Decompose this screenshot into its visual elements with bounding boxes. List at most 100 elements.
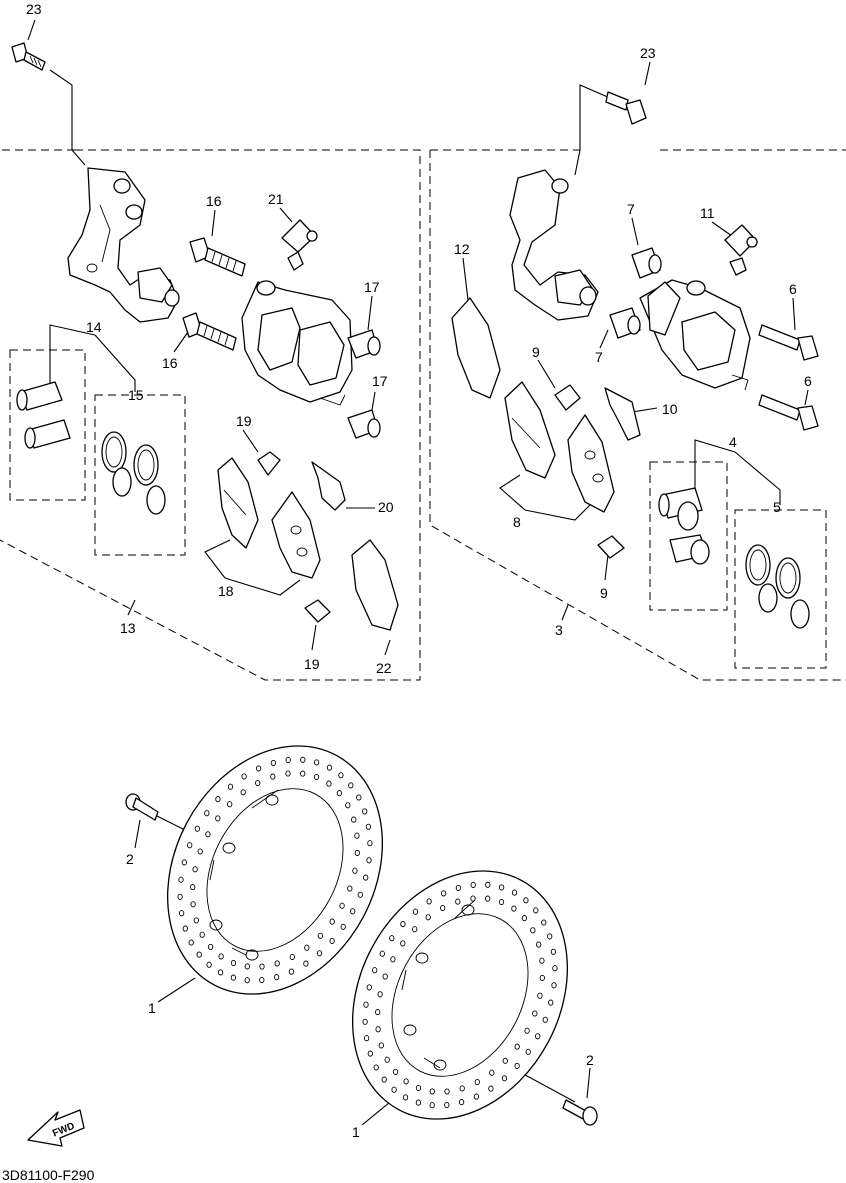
callout-19: 19 [304,656,320,672]
disc-hole [523,897,529,904]
disc-hole [377,991,383,998]
bleed-screw-11 [724,224,758,276]
callout-19: 19 [236,413,252,429]
callout-3: 3 [555,622,563,638]
disc-hole [205,831,211,838]
disc-hole [204,810,210,817]
pad-clip-9-upper [554,384,581,411]
disc-hole [196,951,202,958]
bolt-16-upper [189,237,246,277]
disc-hole [373,1064,379,1071]
disc-hole [400,940,406,947]
seals-15 [101,431,166,515]
disc-hole [470,881,476,889]
disc-hole [218,953,224,960]
disc-hole [485,881,491,888]
disc-hole [381,1076,387,1083]
disc-hole [375,1026,381,1033]
disc-hole [357,891,363,898]
callout-17: 17 [372,373,388,389]
brake-pads-18 [217,457,321,579]
disc-hole [455,898,461,905]
disc-hole [178,876,184,883]
callout-21: 21 [268,191,284,207]
disc-hole [362,808,368,815]
bolt-6-lower [758,394,819,431]
callout-2: 2 [126,851,134,867]
caliper-bracket-right [509,169,599,321]
disc-hole [391,1086,397,1093]
disc-hole [178,910,185,917]
disc-hole [400,921,406,928]
disc-hole [340,923,346,930]
disc-hole [338,772,344,779]
disc-hole [354,849,360,856]
disc-hole [255,765,262,772]
disc-hole [241,773,247,780]
disc-hole [317,932,323,939]
disc-hole [197,848,203,855]
pin-17-lower [347,409,381,439]
boot-7-upper [631,247,662,279]
disc-hole [378,1042,384,1049]
disc-hole [365,823,372,830]
disc-hole [288,968,295,975]
callout-9: 9 [532,344,540,360]
disc-hole [550,948,557,955]
disc-hole [326,764,333,771]
disc-hole [412,908,419,915]
seal-box-5 [734,509,827,669]
disc-hole [199,931,205,938]
disc-screw-2-upper [125,793,159,821]
disc-hole [498,884,505,891]
callout-9: 9 [600,585,608,601]
disc-hole [230,959,237,967]
callout-6: 6 [789,281,797,297]
forward-arrow-icon: FWD [27,1109,85,1147]
disc-hole [459,1085,465,1092]
disc-hole [348,782,354,789]
disc-hole [444,1088,450,1095]
disc-hole [530,927,536,934]
disc-hole [502,1057,508,1064]
disc-hole [501,1075,508,1082]
brake-disc-right-holes [362,881,558,1109]
disc-hole [313,759,320,766]
callout-6: 6 [804,373,812,389]
pad-shim-22 [351,539,399,631]
disc-hole [392,1068,399,1075]
pad-spring-10 [604,387,641,441]
disc-hole [537,992,543,999]
disc-hole [429,1102,435,1109]
callout-11: 11 [700,205,715,221]
disc-hole [363,874,369,881]
disc-hole [356,794,362,801]
disc-hole [190,884,196,891]
disc-hole [473,1093,480,1100]
disc-hole [363,1035,370,1042]
leader-lines [27,19,809,1126]
pistons-4 [658,487,710,565]
disc-hole [548,999,554,1006]
disc-hole [382,973,388,980]
disc-hole [375,1009,381,1016]
disc-hole [326,780,332,787]
disc-hole [390,956,396,963]
bolt-23-right [605,91,647,125]
disc-hole [533,907,539,914]
brake-disc-right [352,870,568,1120]
disc-hole [313,773,320,781]
disc-hole [182,925,188,932]
disc-hole [455,884,462,891]
brake-pads-8 [504,381,615,513]
disc-hole [187,842,193,849]
disc-hole [366,857,372,864]
callout-5: 5 [773,499,781,515]
callout-23: 23 [26,1,42,17]
disc-hole [542,1016,548,1023]
callout-16: 16 [162,355,178,371]
disc-hole [511,889,518,896]
disc-hole [532,1010,538,1017]
disc-hole [470,895,476,902]
